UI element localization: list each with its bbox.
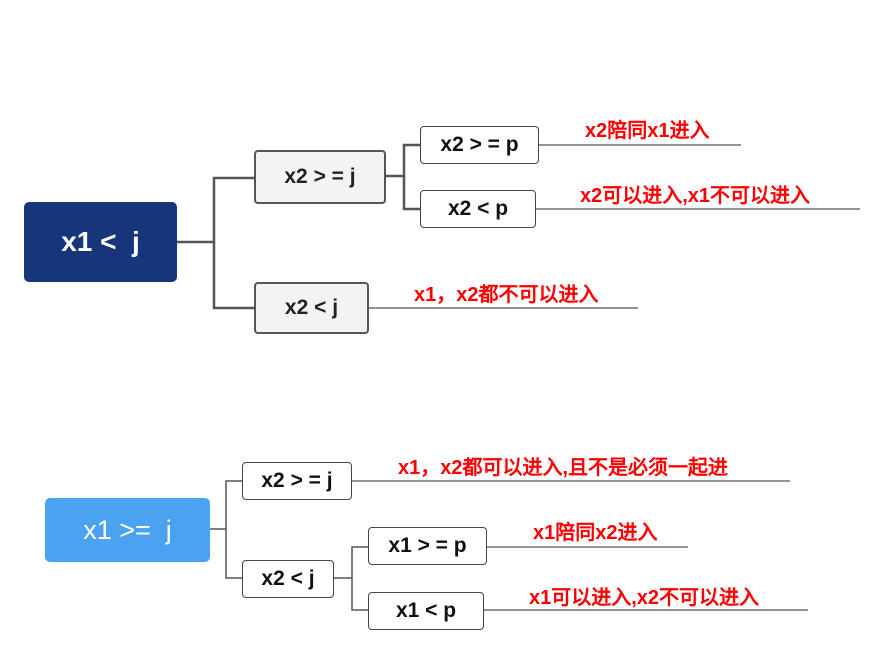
annotation-x2-lt-j: x1，x2都不可以进入 (414, 284, 599, 306)
node2-x1-lt-p[interactable]: x1 < p (368, 592, 484, 630)
root-x1-lt-j[interactable]: x1 < j (24, 202, 177, 282)
root-x1-ge-j[interactable]: x1 >= j (45, 498, 210, 562)
node2-x2-lt-j[interactable]: x2 < j (242, 560, 334, 598)
node-x2-lt-p[interactable]: x2 < p (420, 190, 536, 228)
node-x2-ge-j[interactable]: x2 > = j (254, 150, 386, 204)
annotation2-x1-lt-p: x1可以进入,x2不可以进入 (529, 587, 760, 609)
node-x2-ge-p[interactable]: x2 > = p (420, 126, 539, 164)
annotation-x2-lt-p: x2可以进入,x1不可以进入 (580, 185, 811, 207)
node2-x2-ge-j[interactable]: x2 > = j (242, 462, 352, 500)
annotation-x2-ge-p: x2陪同x1进入 (585, 120, 710, 142)
node2-x1-ge-p[interactable]: x1 > = p (368, 527, 487, 565)
annotation2-x2-ge-j: x1，x2都可以进入,且不是必须一起进 (398, 457, 729, 479)
node-x2-lt-j[interactable]: x2 < j (254, 282, 369, 334)
annotation2-x1-ge-p: x1陪同x2进入 (533, 522, 658, 544)
